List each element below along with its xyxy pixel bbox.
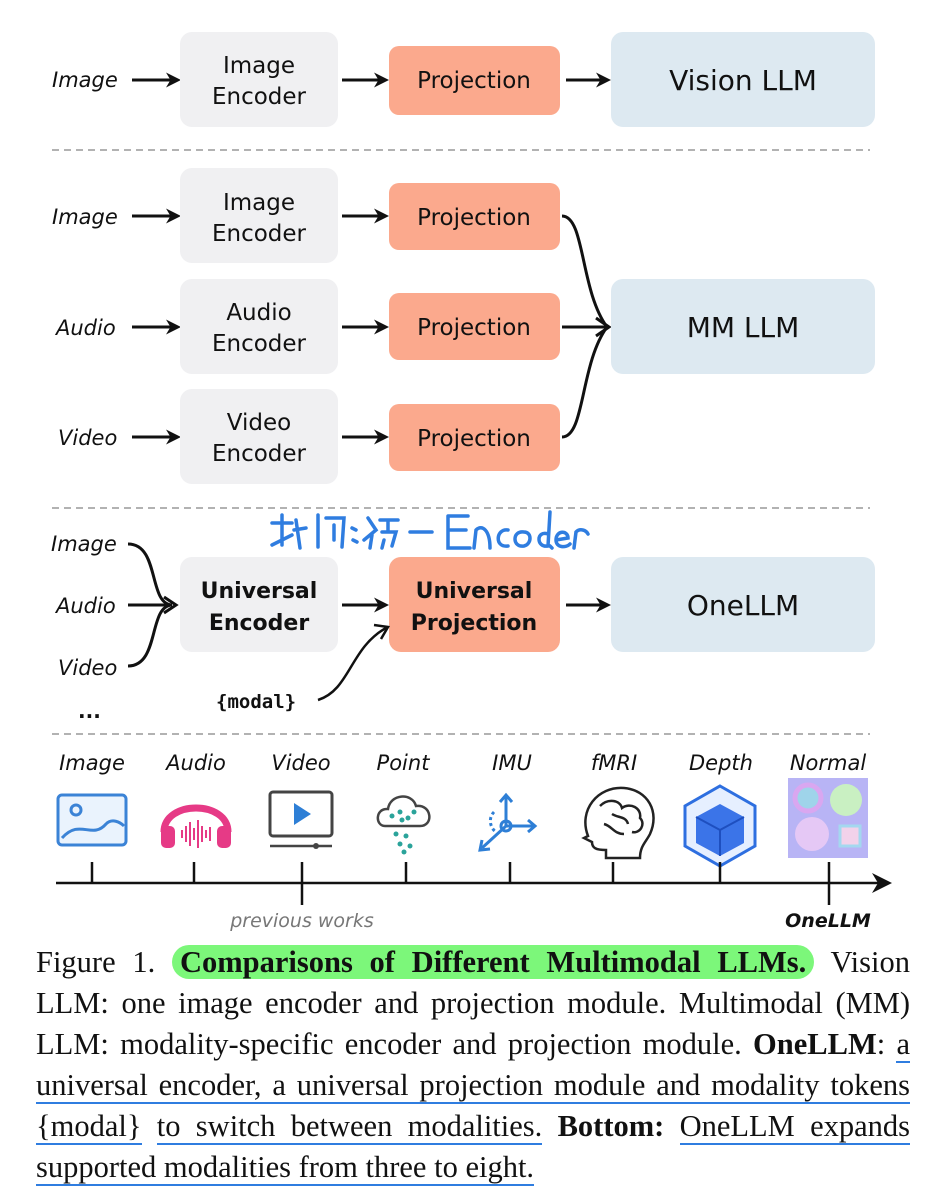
image-encoder-box (180, 168, 338, 263)
merge-arrowhead (595, 316, 612, 338)
encoder-line1: Image (223, 190, 295, 216)
modality-label-depth: Depth (689, 751, 753, 775)
encoder-line2: Encoder (212, 441, 307, 467)
projection-label: Projection (417, 315, 531, 341)
mm-llm-box (611, 279, 875, 374)
colon: : (876, 1027, 886, 1061)
encoder-line2: Encoder (212, 331, 307, 357)
modal-token: {modal} (216, 691, 296, 713)
modality-label-fmri: fMRI (591, 751, 637, 775)
projection-box-video (389, 404, 560, 471)
projection-box-image (389, 183, 560, 250)
point-cloud-icon (376, 795, 431, 855)
input-label-audio: Audio (54, 316, 116, 340)
projection-line2: Projection (411, 611, 537, 636)
video-player-icon (268, 790, 334, 849)
universal-encoder-box (180, 557, 338, 652)
encoder-line1: Video (227, 410, 291, 436)
vision-llm-box (611, 32, 875, 127)
projection-label: Projection (417, 68, 531, 94)
encoder-line2: Encoder (212, 84, 307, 110)
encoder-line2: Encoder (212, 221, 307, 247)
modal-token-text: {modal} (36, 1109, 142, 1145)
row-onellm: Image Audio Video ... Universal Encoder … (51, 510, 875, 723)
onellm-box (611, 557, 875, 652)
input-label-video: Video (58, 426, 117, 450)
headphones-icon (160, 804, 232, 848)
projection-label: Projection (417, 205, 531, 231)
encoder-line1: Universal (201, 579, 318, 604)
projection-label: Projection (417, 426, 531, 452)
onellm-bold: OneLLM (753, 1027, 877, 1061)
normal-map-icon (788, 778, 868, 858)
underlined-text-2: to switch between modalities. (156, 1109, 543, 1145)
projection-box (389, 46, 560, 115)
multimodal-llm-diagram: Image Image Encoder Projection Vision LL… (51, 32, 892, 932)
modality-label-normal: Normal (790, 751, 867, 775)
figure-caption: Figure 1. Comparisons of Different Multi… (36, 942, 911, 1188)
caption-sentence-1: Vision LLM: one image encoder and projec… (36, 945, 910, 1061)
input-ellipsis: ... (78, 699, 101, 723)
onellm-timeline-label: OneLLM (785, 910, 871, 932)
image-encoder-box (180, 32, 338, 127)
bottom-label: Bottom: (557, 1109, 665, 1143)
merge-arrowhead (163, 595, 179, 615)
figure-label: Figure 1. (36, 945, 156, 979)
modality-timeline: Image Audio Video Point IMU fMRI Depth N… (56, 751, 892, 932)
modality-label-audio: Audio (164, 751, 226, 775)
token-arrow (317, 626, 387, 702)
universal-projection-box (389, 557, 560, 652)
modality-label-image: Image (59, 751, 125, 775)
image-icon (56, 793, 128, 847)
encoder-line1: Image (223, 53, 295, 79)
input-label-image: Image (51, 532, 117, 556)
input-label-audio: Audio (54, 594, 116, 618)
vision-llm-label: Vision LLM (669, 64, 817, 97)
encoder-line1: Audio (226, 300, 291, 326)
modality-label-video: Video (271, 751, 330, 775)
onellm-label: OneLLM (687, 589, 799, 622)
row-vision-llm: Image Image Encoder Projection Vision LL… (52, 32, 875, 127)
modality-label-point: Point (377, 751, 431, 775)
token-arrowhead (373, 623, 391, 640)
handwritten-annotation (270, 510, 590, 550)
mm-llm-label: MM LLM (687, 311, 800, 344)
video-encoder-box (180, 389, 338, 484)
input-label-image: Image (52, 68, 118, 92)
underlined-text-3: OneLLM expands supported modalities from… (36, 1109, 911, 1186)
projection-line1: Universal (416, 579, 533, 604)
merge-brace (127, 542, 173, 668)
input-label-video: Video (58, 656, 117, 680)
input-label-image: Image (52, 205, 118, 229)
merge-brace (561, 214, 609, 439)
projection-box-audio (389, 293, 560, 360)
depth-cube-icon (683, 784, 757, 868)
brain-icon (581, 786, 655, 860)
encoder-line2: Encoder (209, 611, 310, 636)
modality-label-imu: IMU (492, 751, 532, 775)
audio-encoder-box (180, 279, 338, 374)
highlighted-title: Comparisons of Different Multimodal LLMs… (171, 945, 815, 979)
imu-axes-icon (478, 792, 538, 852)
previous-works-label: previous works (229, 910, 374, 932)
underlined-text-1: a universal encoder, a universal project… (36, 1027, 911, 1104)
row-mm-llm: Image Audio Video Image Encoder Audio En… (52, 168, 875, 484)
